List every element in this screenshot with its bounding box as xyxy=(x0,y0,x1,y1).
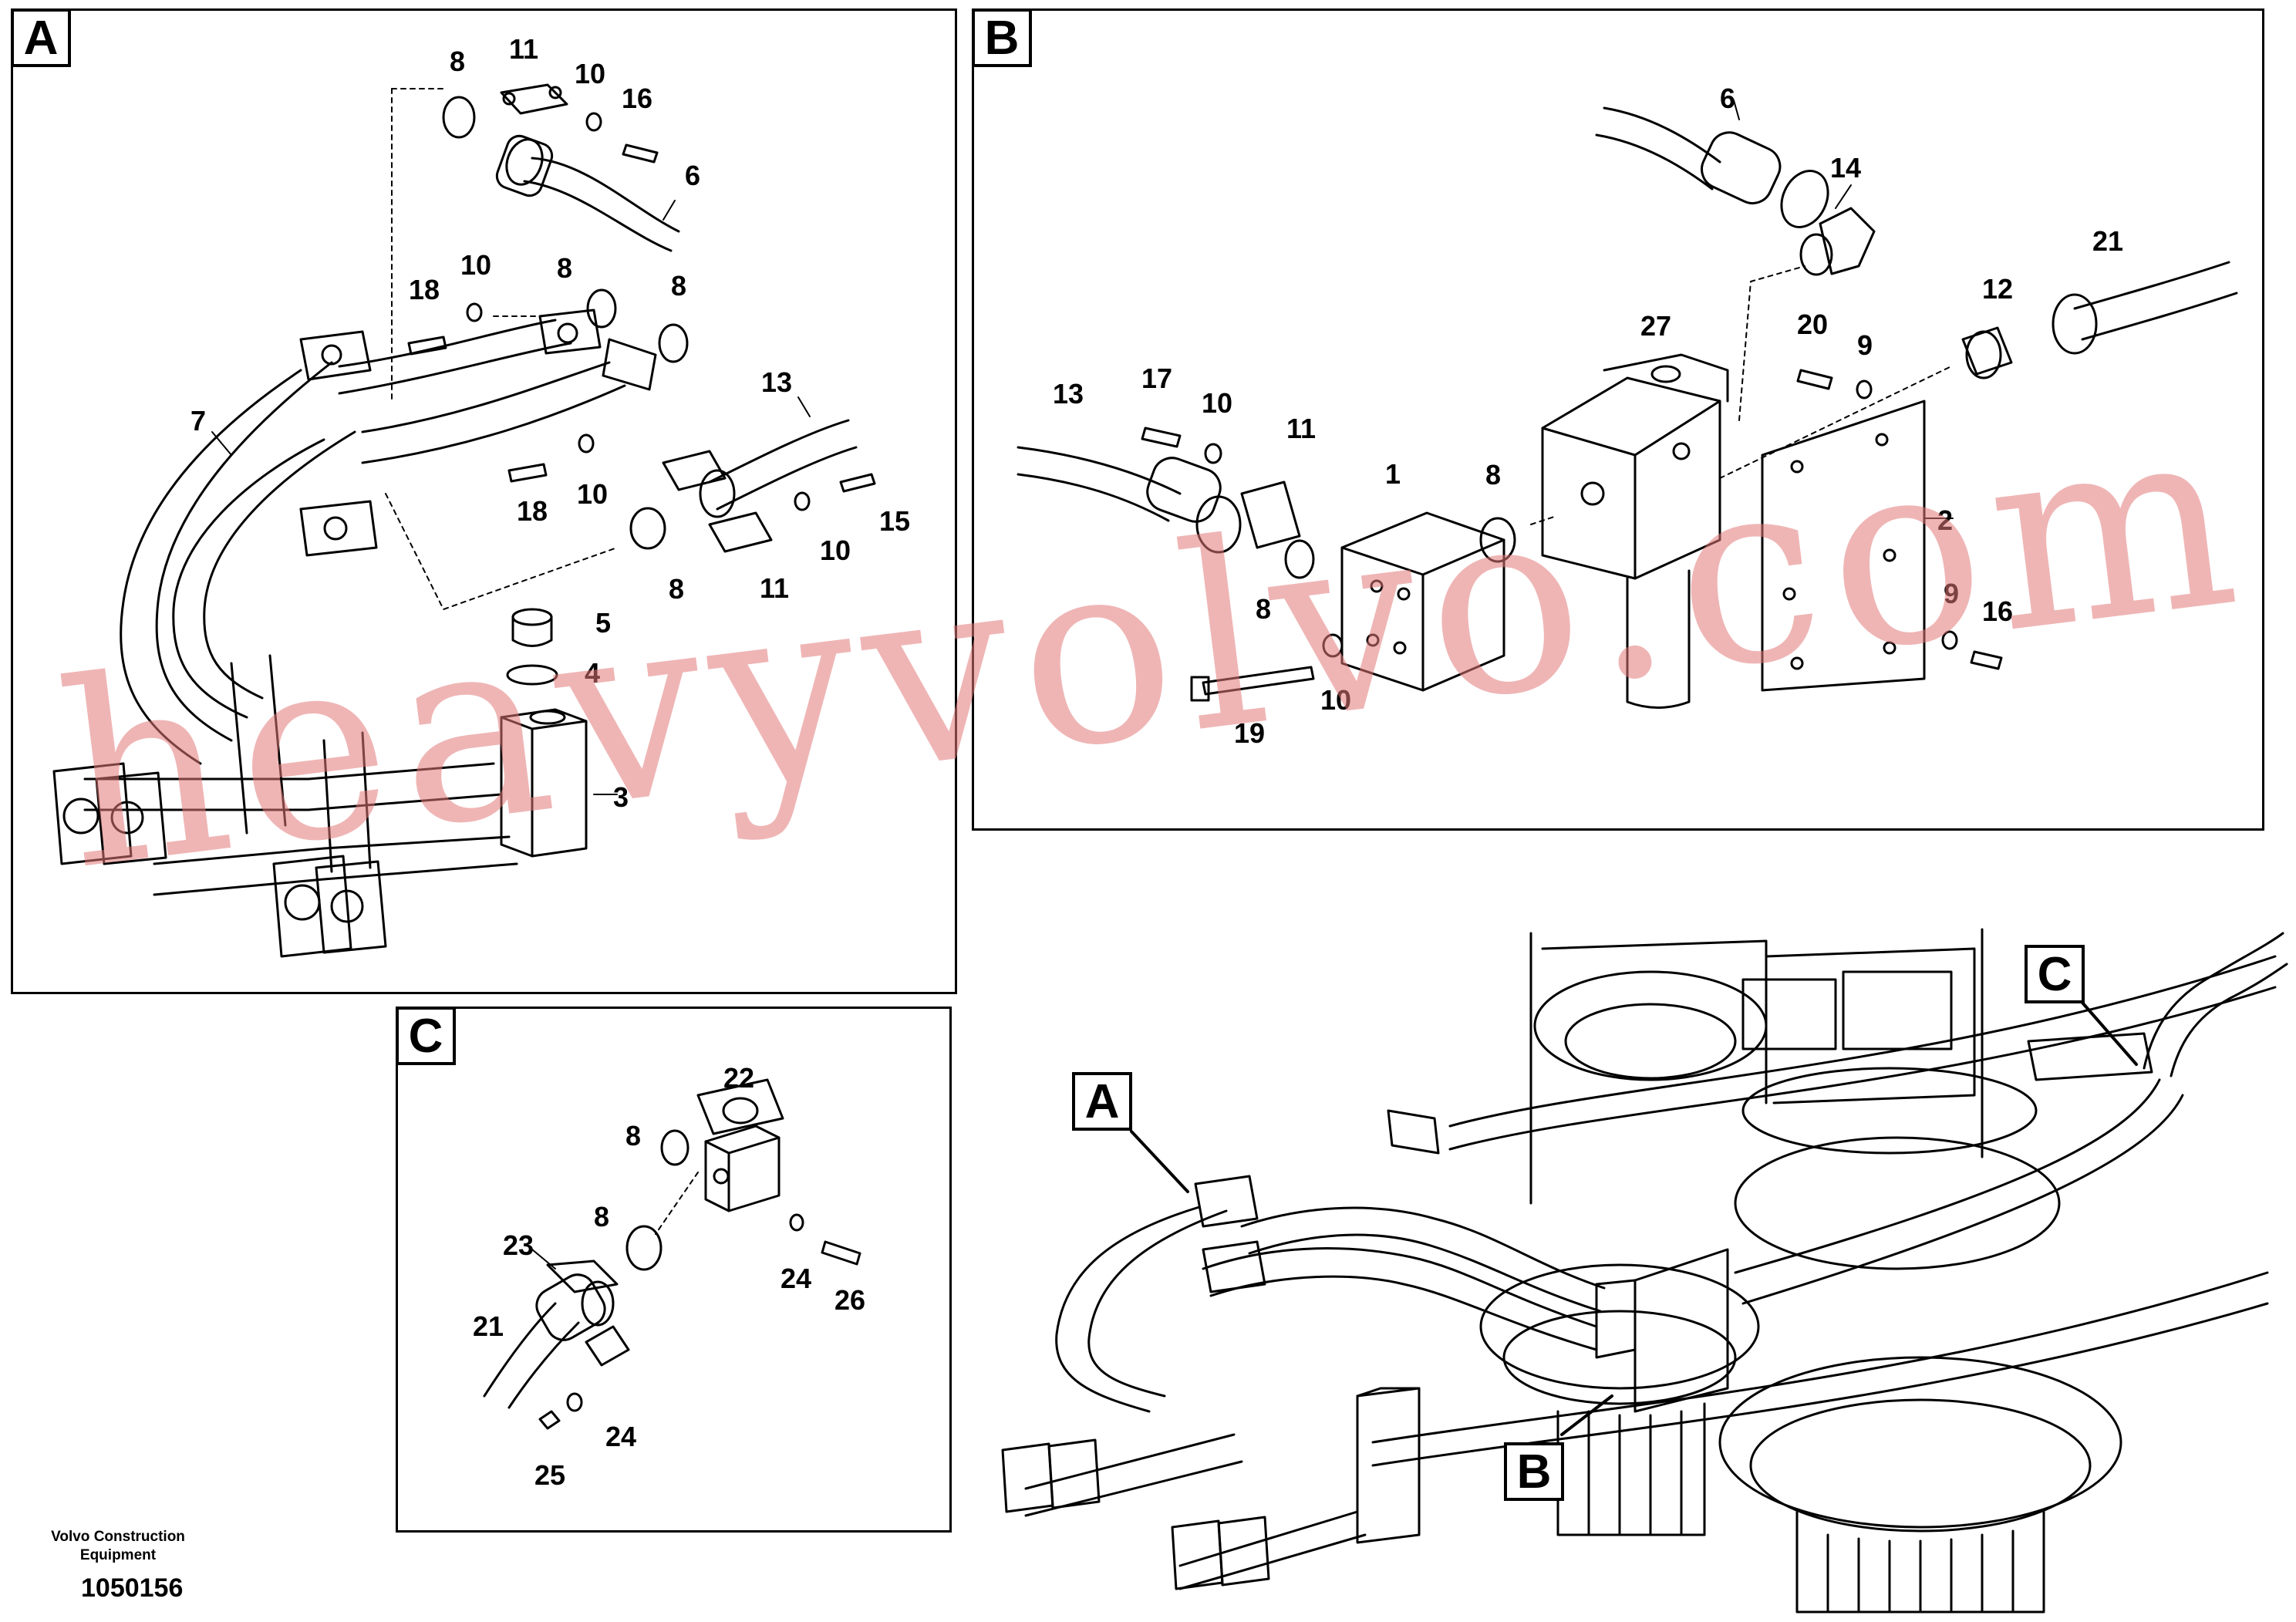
part-number: 22 xyxy=(723,1062,755,1094)
part-number: 2 xyxy=(1937,504,1954,536)
part-number: 7 xyxy=(190,405,207,437)
panel-b-drawing xyxy=(1017,99,2238,709)
part-number: 11 xyxy=(1286,413,1317,444)
part-number: 8 xyxy=(1485,459,1502,491)
panel-a-drawing xyxy=(52,83,876,958)
part-number: 25 xyxy=(534,1459,566,1491)
part-number: 10 xyxy=(575,58,606,89)
part-number: 14 xyxy=(1830,152,1862,184)
part-number: 5 xyxy=(595,607,612,639)
part-number: 10 xyxy=(1320,684,1352,716)
part-number: 21 xyxy=(2092,225,2124,257)
panel-c-drawing xyxy=(483,1078,861,1430)
part-number: 24 xyxy=(605,1421,637,1452)
part-number: 24 xyxy=(781,1263,812,1294)
part-number: 17 xyxy=(1141,363,1173,394)
overview-callout-b: B xyxy=(1504,1442,1564,1501)
part-number: 4 xyxy=(585,657,601,689)
panel-a-label: A xyxy=(11,8,71,67)
part-number: 10 xyxy=(820,534,851,566)
part-number: 27 xyxy=(1640,310,1672,342)
part-number: 8 xyxy=(625,1120,642,1152)
part-number: 10 xyxy=(460,249,492,281)
panel-b xyxy=(972,8,2264,831)
part-number: 9 xyxy=(1857,329,1873,361)
part-number: 11 xyxy=(509,33,539,65)
part-number: 16 xyxy=(622,83,653,114)
part-number: 13 xyxy=(761,366,793,398)
part-number: 21 xyxy=(473,1310,504,1342)
part-number: 18 xyxy=(517,495,548,527)
part-number: 8 xyxy=(669,573,685,605)
footer-company-line1: Volvo Construction xyxy=(51,1529,185,1545)
part-number: 8 xyxy=(671,270,687,302)
overview-callout-a: A xyxy=(1072,1072,1132,1131)
panel-a xyxy=(11,8,957,994)
overview-callout-c: C xyxy=(2025,945,2085,1003)
drawing-number: 1050156 xyxy=(81,1573,184,1603)
part-number: 12 xyxy=(1982,273,2014,305)
part-number: 10 xyxy=(1202,387,1233,419)
footer-company-line2: Equipment xyxy=(79,1547,157,1563)
part-number: 6 xyxy=(685,160,701,191)
part-number: 23 xyxy=(503,1229,534,1261)
part-number: 20 xyxy=(1797,309,1829,340)
part-number: 6 xyxy=(1720,83,1736,114)
part-number: 8 xyxy=(557,252,573,284)
part-number: 18 xyxy=(409,274,440,305)
part-number: 26 xyxy=(834,1284,866,1316)
panel-c xyxy=(396,1007,952,1533)
panel-c-label: C xyxy=(396,1007,456,1065)
part-number: 15 xyxy=(879,505,911,537)
part-number: 8 xyxy=(1256,593,1272,625)
part-number: 8 xyxy=(594,1201,610,1233)
part-number: 3 xyxy=(613,781,629,813)
part-number: 1 xyxy=(1385,458,1401,490)
part-number: 10 xyxy=(577,478,609,510)
panel-b-label: B xyxy=(972,8,1032,67)
part-number: 13 xyxy=(1053,378,1084,410)
part-number: 8 xyxy=(450,46,466,77)
part-number: 16 xyxy=(1982,595,2014,627)
part-number: 11 xyxy=(760,572,790,604)
part-number: 19 xyxy=(1234,717,1266,749)
overview-drawing xyxy=(1001,928,2288,1614)
part-number: 9 xyxy=(1944,578,1960,609)
